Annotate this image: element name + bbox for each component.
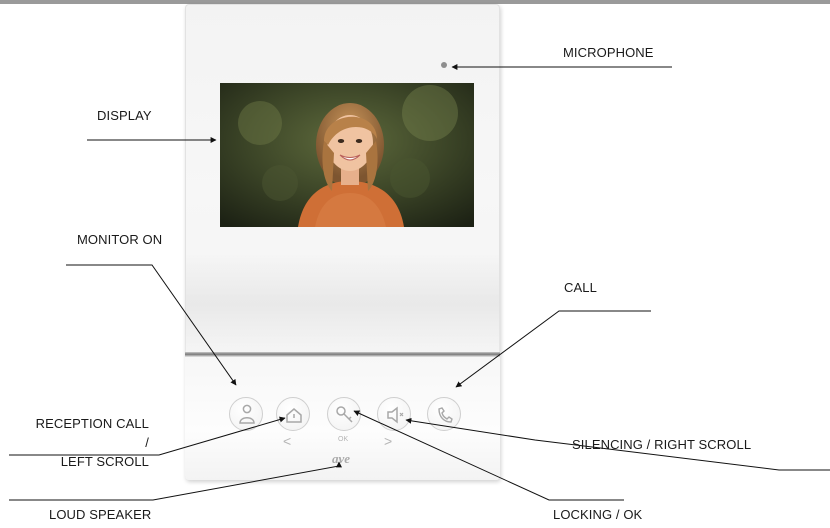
label-microphone: MICROPHONE <box>563 45 654 60</box>
device-glare <box>185 254 500 354</box>
label-reception-call: RECEPTION CALL / LEFT SCROLL <box>35 416 149 469</box>
loud-speaker-callout <box>9 461 342 501</box>
monitor-on-button[interactable] <box>229 397 263 431</box>
display-photo <box>220 83 474 227</box>
call-button[interactable] <box>427 397 461 431</box>
label-locking: LOCKING / OK <box>553 507 643 522</box>
silencing-callout <box>405 417 830 471</box>
display-screen <box>220 83 474 227</box>
speaker-icon <box>387 406 404 424</box>
label-call: CALL <box>564 280 597 295</box>
home-icon <box>286 408 302 423</box>
right-scroll-glyph: > <box>384 433 393 449</box>
locking-ok-button[interactable] <box>327 397 361 431</box>
key-icon <box>336 406 353 423</box>
microphone-hole <box>441 62 447 68</box>
monitor-on-callout <box>66 264 237 386</box>
reception-call-button[interactable] <box>276 397 310 431</box>
label-monitor-on: MONITOR ON <box>77 232 163 247</box>
silencing-button[interactable] <box>377 397 411 431</box>
reception-callout <box>9 416 286 456</box>
top-border <box>0 0 830 4</box>
label-display: DISPLAY <box>97 108 152 123</box>
call-callout <box>455 310 651 388</box>
chrome-trim <box>185 352 500 357</box>
label-loud-speaker: LOUD SPEAKER <box>49 507 152 522</box>
phone-icon <box>438 407 453 423</box>
person-icon <box>239 404 255 424</box>
ok-label: OK <box>338 436 349 443</box>
label-silencing: SILENCING / RIGHT SCROLL <box>572 437 752 452</box>
locking-callout <box>353 410 624 501</box>
left-scroll-glyph: < <box>283 433 292 449</box>
